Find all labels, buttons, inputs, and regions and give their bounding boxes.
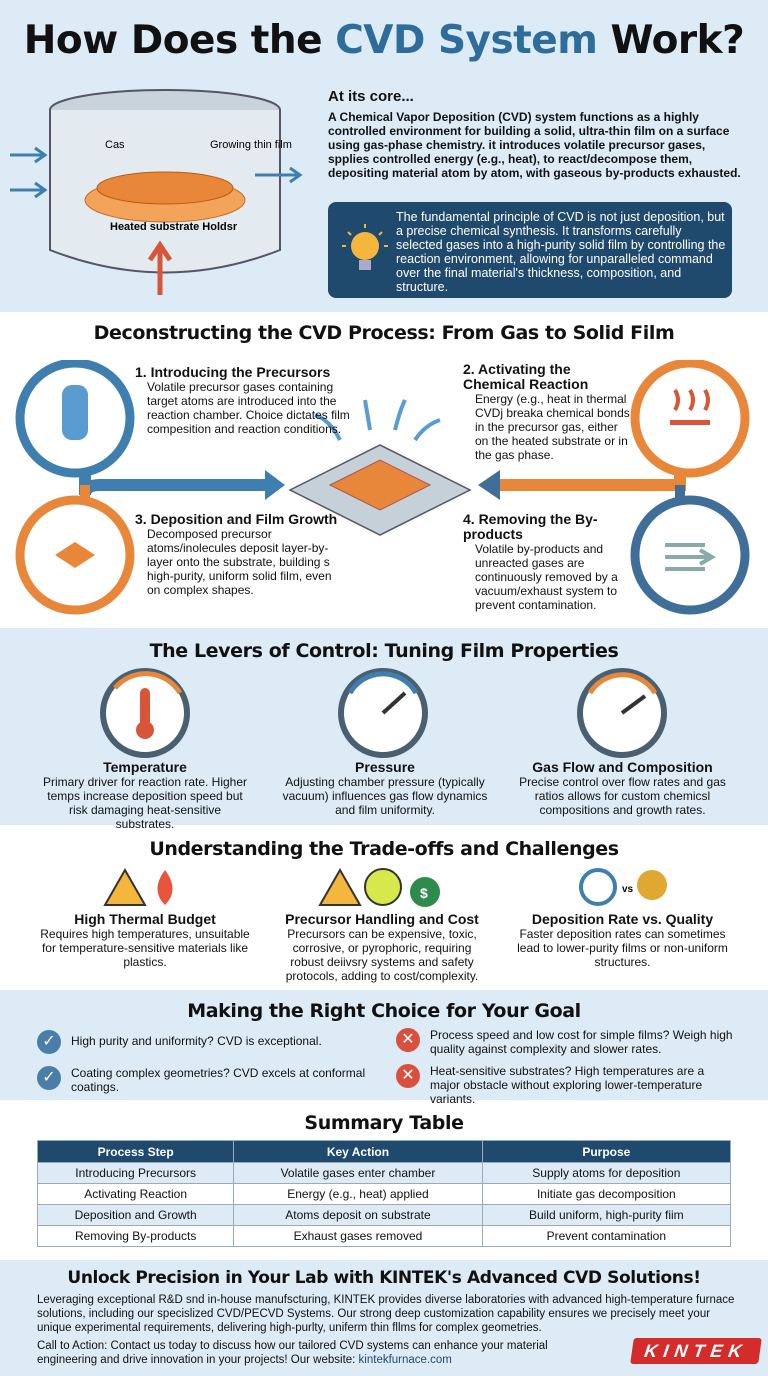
- quality-badge-icon: [637, 870, 667, 900]
- website-link[interactable]: kintekfurnace.com: [358, 1354, 452, 1366]
- gas-flow-gauge-icon: [577, 668, 667, 758]
- film-label: Growing thin film: [210, 139, 292, 151]
- process-title: Deconstructing the CVD Process: From Gas…: [93, 322, 675, 344]
- kintek-logo: KINTEK: [630, 1338, 762, 1364]
- choice-section: [0, 990, 768, 1100]
- exhaust-icon: [665, 543, 716, 571]
- pro-item: Coating complex geometries? CVD excels a…: [71, 1066, 366, 1094]
- cvd-chamber-illustration: Cas Growing thin film Heated substrate H…: [10, 89, 303, 295]
- film-block-icon: [55, 542, 95, 568]
- cta-body: Leveraging exceptional R&D snd in-house …: [37, 1294, 735, 1334]
- pressure-gauge-icon: [338, 668, 428, 758]
- gas-cylinder-icon: [62, 385, 88, 440]
- x-icon: ✕: [396, 1028, 420, 1052]
- process-flow-diagram: [15, 360, 750, 615]
- cta-title: Unlock Precision in Your Lab with KINTEK…: [67, 1268, 701, 1288]
- svg-text:$: $: [420, 885, 428, 901]
- check-icon: ✓: [37, 1066, 61, 1090]
- choice-title: Making the Right Choice for Your Goal: [187, 1000, 581, 1022]
- substrate-label: Heated substrate Holdsr: [110, 221, 238, 233]
- cta-action: Call to Action: Contact us today to disc…: [37, 1340, 548, 1366]
- intro-body: A Chemical Vapor Deposition (CVD) system…: [328, 110, 741, 180]
- fire-icon: [157, 870, 173, 905]
- money-bag-icon: [410, 877, 440, 907]
- x-icon: ✕: [396, 1064, 420, 1088]
- toxic-skull-icon: [364, 868, 402, 906]
- pros-list: ✓ High purity and uniformity? CVD is exce…: [37, 1030, 367, 1094]
- pro-item: High purity and uniformity? CVD is excep…: [71, 1034, 322, 1048]
- thermometer-gauge-icon: [100, 668, 190, 758]
- tradeoffs-title: Understanding the Trade-offs and Challen…: [149, 838, 619, 860]
- heat-icon: [673, 388, 710, 412]
- warning-icon: [103, 867, 147, 906]
- intro-heading: At its core...: [328, 88, 414, 105]
- page-title: How Does the CVD System Work?: [23, 18, 745, 63]
- con-item: Process speed and low cost for simple fi…: [430, 1028, 733, 1056]
- levers-title: The Levers of Control: Tuning Film Prope…: [149, 640, 619, 662]
- check-icon: ✓: [37, 1030, 61, 1054]
- tradeoff-icons: $ vs: [103, 867, 667, 907]
- callout-text: The fundamental principle of CVD is not …: [396, 210, 726, 294]
- speed-gauge-icon: [579, 868, 617, 906]
- gas-label: Cas: [105, 139, 125, 151]
- warning-icon: [318, 867, 362, 906]
- cons-list: ✕ Process speed and low cost for simple f…: [396, 1028, 736, 1106]
- gauges: [100, 668, 667, 758]
- principle-callout: The fundamental principle of CVD is not …: [328, 202, 732, 298]
- summary-title: Summary Table: [304, 1112, 464, 1134]
- con-item: Heat-sensitive substrates? High temperat…: [430, 1064, 705, 1106]
- lightbulb-icon: [342, 224, 388, 270]
- vs-label: vs: [622, 884, 634, 895]
